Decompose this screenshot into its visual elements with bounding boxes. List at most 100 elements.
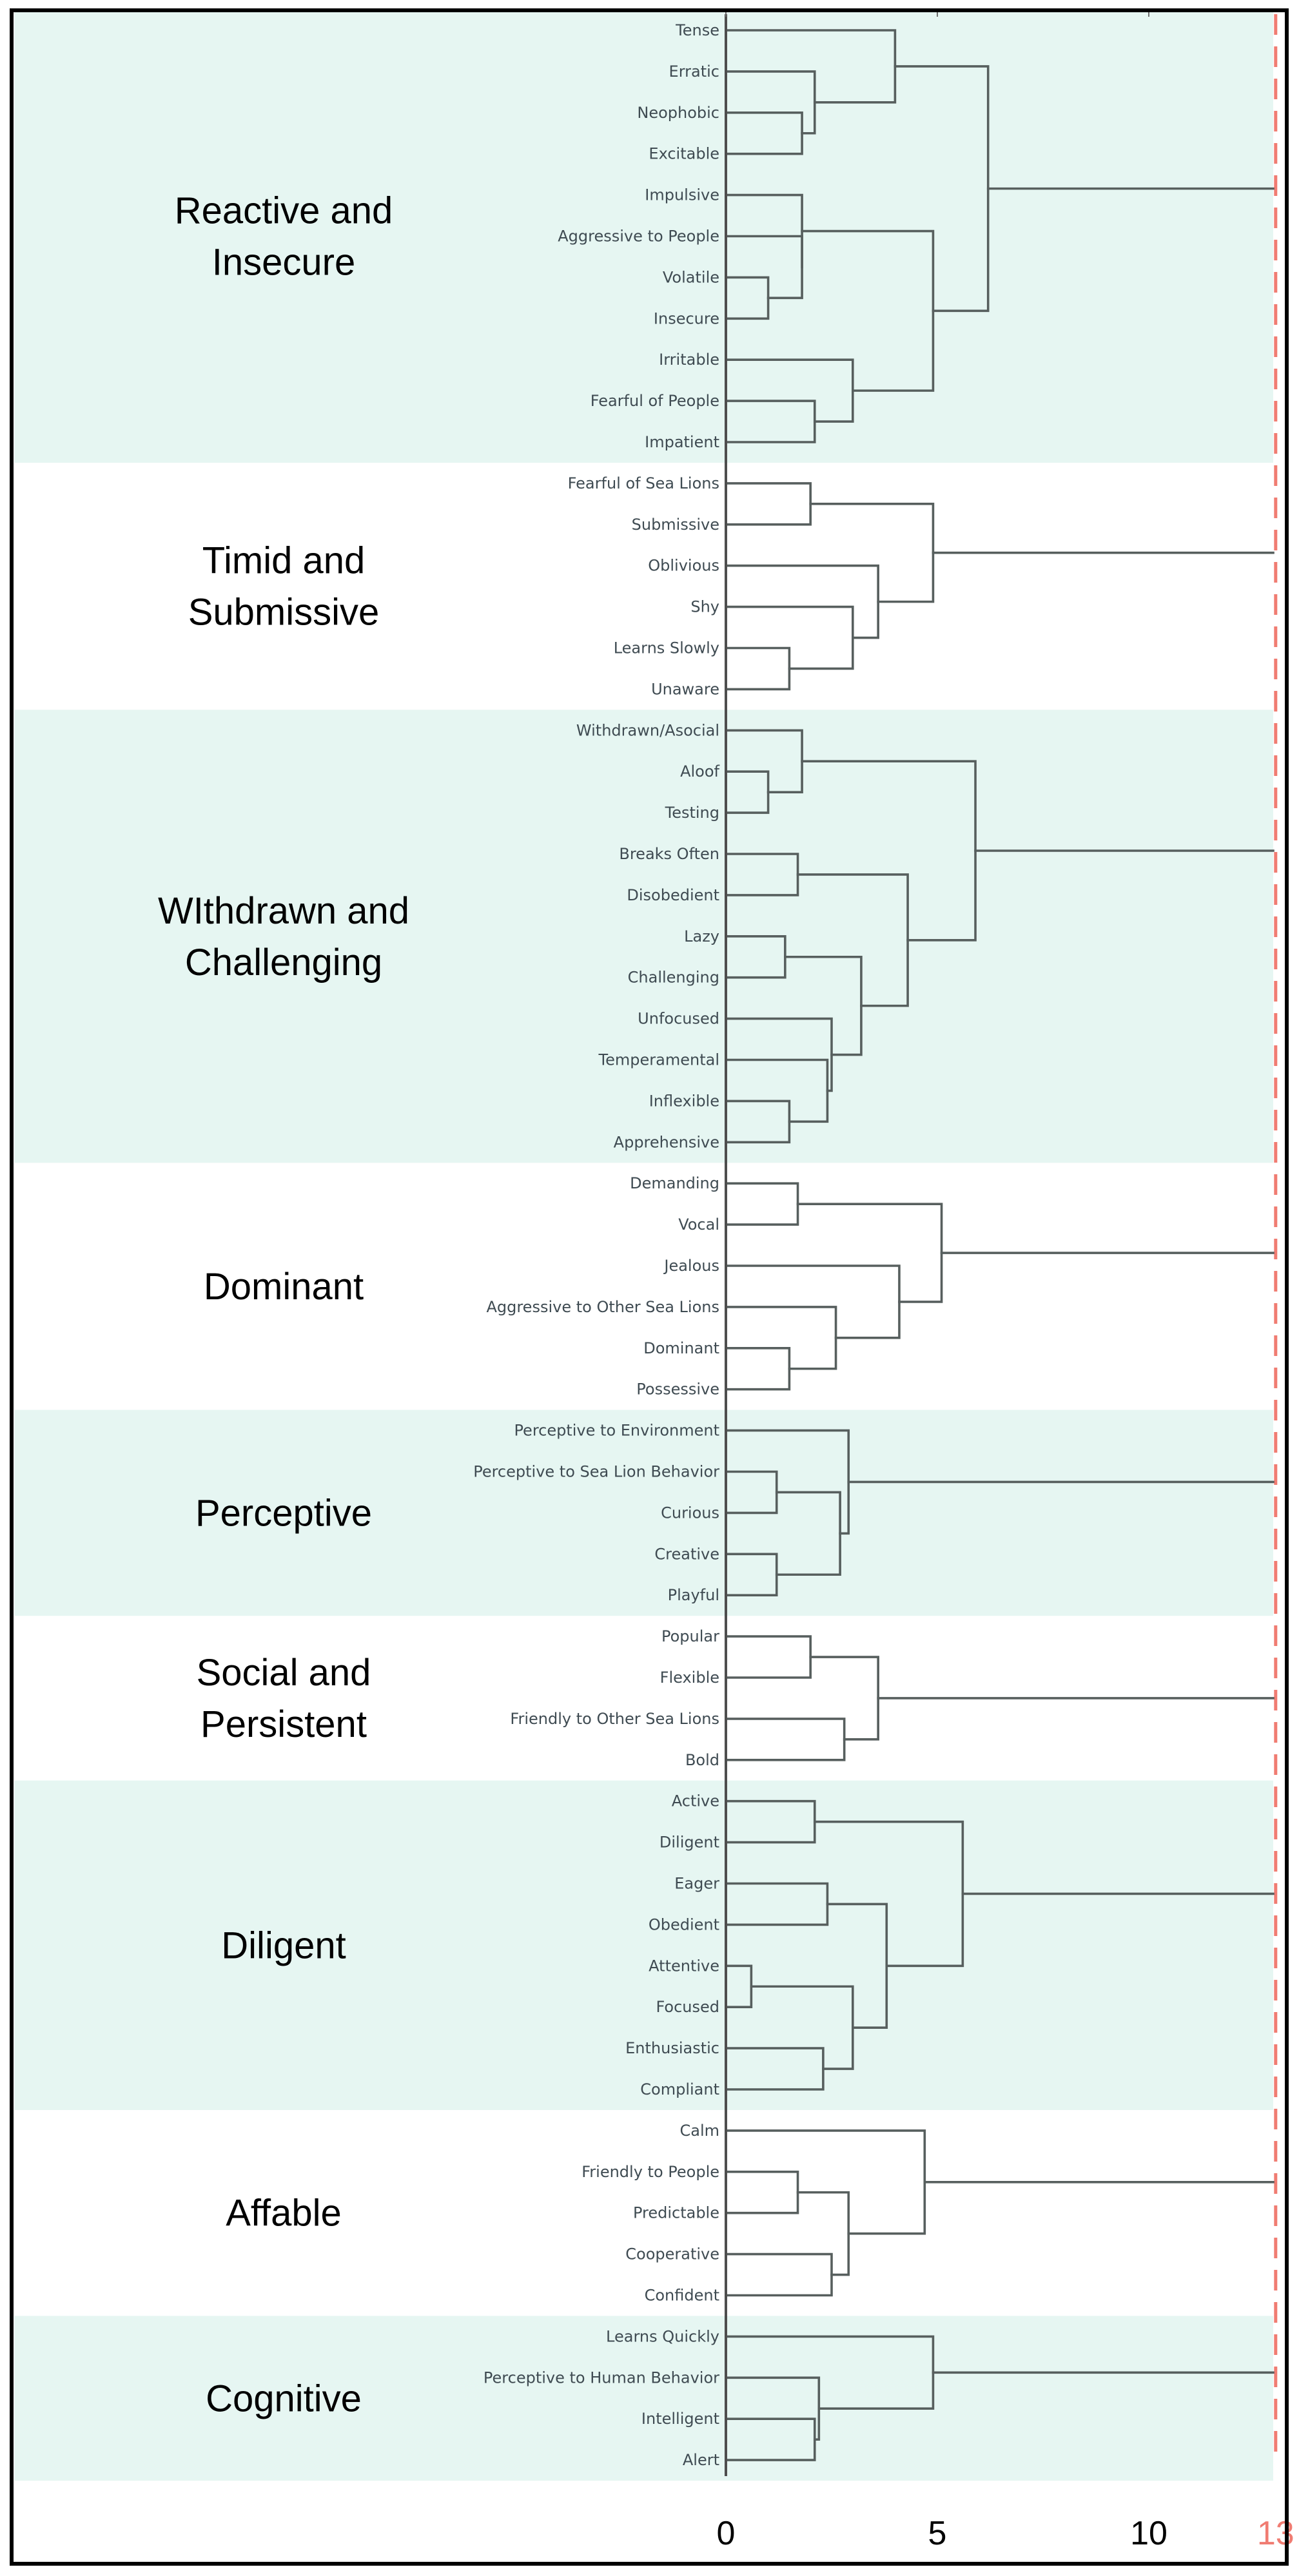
leaf-label: Demanding [630,1174,719,1192]
leaf-label: Aggressive to People [558,228,719,246]
dendrogram-link [725,1635,812,1679]
group-band-8 [14,2316,1273,2481]
leaf-label: Compliant [640,2080,719,2098]
leaf-label: Learns Quickly [606,2327,719,2345]
leaf-label: Fearful of Sea Lions [568,474,719,492]
leaf-label: Unfocused [638,1010,719,1028]
leaf-label: Enthusiastic [625,2039,719,2057]
leaf-label: Friendly to Other Sea Lions [510,1710,719,1728]
leaf-label: Perceptive to Human Behavior [483,2368,719,2387]
x-tick-label: 13 [1257,2515,1294,2552]
dendrogram-link [796,1203,943,1303]
leaf-label: Disobedient [627,886,719,904]
group-label: Insecure [212,242,355,284]
leaf-label: Irritable [659,351,719,369]
leaf-label: Oblivious [648,557,719,575]
group-bands [14,10,1273,2481]
group-label: Dominant [204,1266,364,1308]
dendrogram-link [796,2191,850,2276]
dendrogram-link [725,646,791,691]
dendrogram-link [725,2252,833,2297]
leaf-label: Diligent [659,1834,719,1852]
leaf-label: Dominant [643,1339,719,1357]
leaf-label: Challenging [628,969,719,987]
leaf-label: Inflexible [649,1092,719,1110]
leaf-label: Curious [661,1504,719,1522]
leaf-labels: TenseErraticNeophobicExcitableImpulsiveA… [473,21,719,2469]
leaf-label: Flexible [660,1669,719,1687]
leaf-label: Withdrawn/Asocial [576,721,719,739]
leaf-label: Aloof [680,762,719,780]
leaf-label: Playful [668,1586,719,1604]
dendrogram-link [725,2171,799,2214]
group-band-0 [14,10,1273,463]
leaf-label: Intelligent [641,2410,719,2428]
leaf-label: Impulsive [645,186,719,204]
leaf-label: Learns Slowly [614,639,719,657]
leaf-label: Attentive [649,1957,719,1975]
leaf-label: Obedient [649,1915,719,1933]
dendrogram-link [725,1264,901,1339]
leaf-label: Breaks Often [619,845,719,863]
leaf-label: Temperamental [598,1051,719,1069]
leaf-label: Excitable [649,145,719,163]
group-label: Submissive [188,592,380,634]
leaf-label: Apprehensive [614,1133,719,1151]
dendrogram-link [725,1347,791,1391]
leaf-label: Jealous [663,1257,719,1275]
dendrogram-link [725,1306,837,1370]
group-label: Persistent [200,1703,367,1745]
x-tick-label: 5 [928,2515,947,2552]
leaf-label: Unaware [651,680,719,698]
figure-frame [10,8,1289,2566]
leaf-label: Calm [679,2122,719,2140]
x-tick-label: 10 [1130,2515,1167,2552]
leaf-label: Erratic [669,63,719,81]
leaf-label: Insecure [654,309,719,327]
group-label: Affable [226,2193,342,2234]
dendrogram-link [809,503,935,603]
dendrogram-link [725,2129,926,2235]
leaf-label: Active [672,1792,719,1810]
dendrogram-links [725,29,1275,2461]
leaf-label: Friendly to People [581,2163,719,2181]
leaf-label: Fearful of People [591,392,719,410]
group-label: WIthdrawn and [158,890,409,932]
dendrogram-link [725,482,812,526]
dendrogram-link [725,564,879,639]
leaf-label: Cooperative [625,2245,719,2263]
leaf-label: Testing [665,804,719,822]
group-label: Perceptive [195,1492,372,1534]
leaf-label: Predictable [633,2204,719,2222]
leaf-label: Focused [656,1998,719,2016]
group-band-2 [14,710,1273,1163]
group-label: Challenging [185,942,382,983]
leaf-label: Neophobic [637,104,719,122]
dendrogram-link [725,1718,846,1761]
group-label: Diligent [221,1924,346,1966]
leaf-label: Perceptive to Sea Lion Behavior [473,1463,719,1481]
leaf-label: Submissive [632,516,719,534]
leaf-label: Vocal [678,1215,719,1234]
leaf-label: Perceptive to Environment [514,1422,719,1440]
leaf-label: Eager [674,1875,719,1893]
x-tick-label: 0 [717,2515,736,2552]
group-label: Timid and [202,540,366,582]
leaf-label: Possessive [636,1380,719,1399]
dendrogram-link [725,193,803,269]
group-label: Social and [197,1652,371,1694]
leaf-label: Volatile [663,268,719,286]
leaf-label: Tense [675,21,719,39]
leaf-label: Aggressive to Other Sea Lions [486,1298,719,1316]
leaf-label: Popular [661,1627,719,1645]
leaf-label: Shy [690,598,719,616]
leaf-label: Impatient [645,433,719,451]
group-label: Cognitive [206,2377,362,2419]
leaf-label: Bold [685,1751,719,1769]
dendrogram-link [725,1182,799,1226]
leaf-label: Alert [683,2451,719,2469]
leaf-label: Creative [654,1545,719,1563]
